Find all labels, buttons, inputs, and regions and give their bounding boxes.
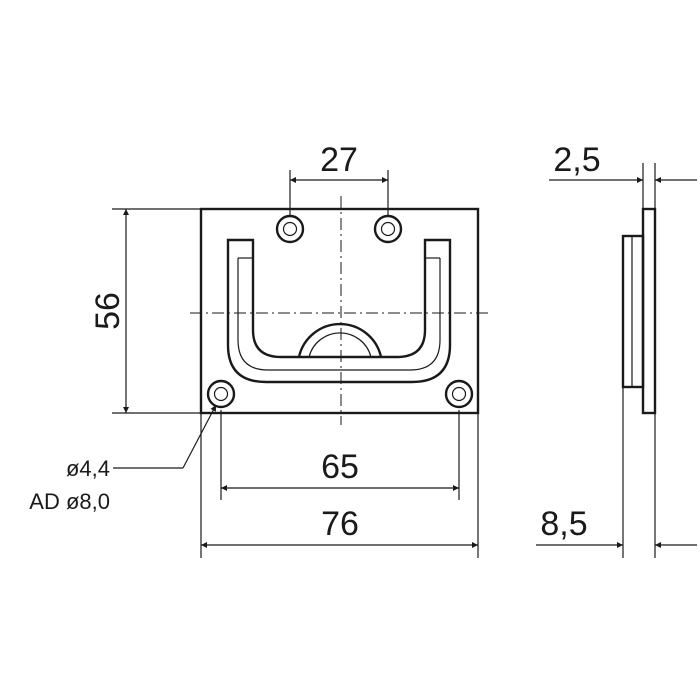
- dimension-76: 76: [200, 413, 479, 558]
- hole-callout: ø4,4 AD ø8,0: [29, 404, 217, 514]
- hole-diameter-label: ø4,4: [66, 456, 110, 481]
- screw-hole-top-right: [373, 214, 403, 244]
- finger-recess: [297, 322, 383, 358]
- countersink-diameter-label: AD ø8,0: [29, 489, 110, 514]
- handle-inner: [237, 258, 441, 371]
- dim-label-56: 56: [89, 292, 127, 330]
- side-handle: [621, 234, 645, 389]
- dim-label-8-5: 8,5: [540, 505, 587, 543]
- dimension-56: 56: [89, 208, 201, 414]
- handle-outer: [226, 238, 452, 384]
- dimension-8-5: 8,5: [536, 387, 697, 558]
- front-view: 27 56 65 76 ø4,4 AD ø8,0: [29, 141, 492, 558]
- finger-recess-inner: [308, 332, 372, 358]
- screw-hole-bottom-left: [206, 379, 236, 409]
- screw-hole-top-left: [275, 214, 305, 244]
- dimension-27: 27: [289, 141, 389, 216]
- dim-label-27: 27: [320, 141, 358, 179]
- dim-label-2-5: 2,5: [553, 141, 600, 179]
- dim-label-65: 65: [321, 448, 359, 486]
- screw-hole-bottom-right: [444, 379, 474, 409]
- mounting-plate: [199, 207, 480, 415]
- dimension-2-5: 2,5: [549, 141, 697, 209]
- side-view: 2,5 8,5: [536, 141, 697, 558]
- side-plate: [641, 207, 657, 415]
- dimension-65: 65: [220, 410, 460, 500]
- dim-label-76: 76: [321, 505, 359, 543]
